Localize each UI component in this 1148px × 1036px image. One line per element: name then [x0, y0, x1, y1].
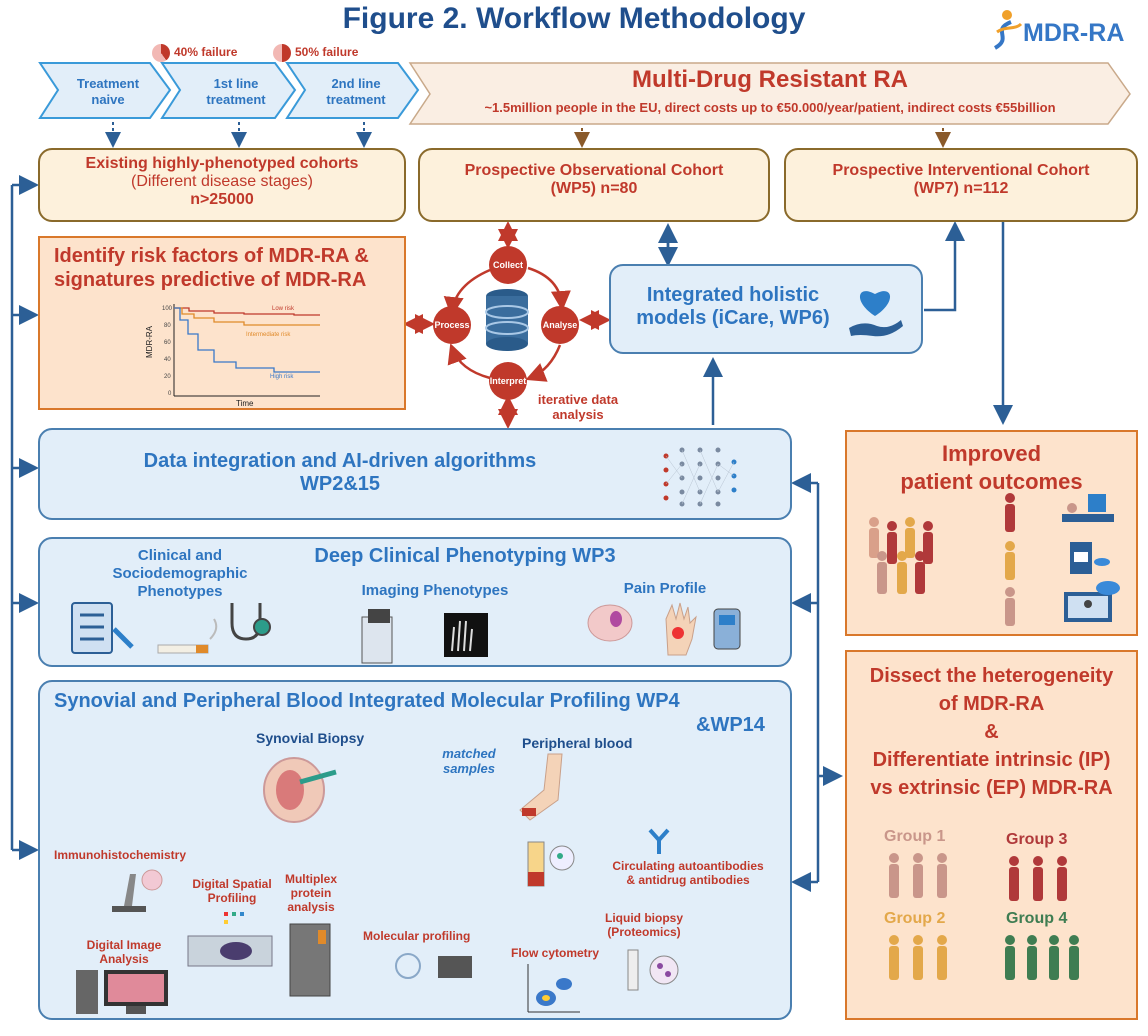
imaging-icons — [361, 609, 488, 664]
ytick: 60 — [164, 340, 171, 346]
pen-icon — [112, 627, 134, 649]
phenotyping-title: Deep Clinical Phenotyping WP3 — [314, 545, 616, 567]
risk-factors-box: Identify risk factors of MDR-RA & signat… — [38, 236, 406, 410]
ytick: 40 — [164, 357, 171, 363]
cycle-process-node: Process — [433, 306, 471, 344]
synovial-joint-icon — [263, 757, 337, 823]
curve-label-high: High risk — [270, 374, 294, 380]
analyzer-instrument-icon — [289, 923, 331, 997]
existing-cohorts-box: Existing highly-phenotyped cohorts (Diff… — [38, 148, 406, 222]
curve-intermediate-risk — [174, 307, 320, 326]
ytick: 20 — [164, 374, 171, 380]
data-integration-box: Data integration and AI-driven algorithm… — [38, 428, 792, 520]
curve-low-risk — [174, 307, 320, 316]
outcome-patient-icons — [1005, 493, 1015, 626]
circulating-antibodies-label: Circulating autoantibodies & antidrug an… — [612, 859, 764, 887]
cycle-analyse-node: Analyse — [541, 306, 579, 344]
hospital-bed-icon — [1062, 494, 1114, 522]
database-icon — [485, 289, 529, 351]
blood-tube-icon — [527, 841, 575, 887]
digital-image-analysis-label: Digital Image Analysis — [86, 938, 162, 966]
pie-40-icon — [152, 44, 170, 62]
logo-text: MDR-RA — [1023, 19, 1125, 47]
stage-chevrons — [38, 62, 1131, 125]
chart-xlabel: Time — [236, 399, 254, 408]
peripheral-blood-label: Peripheral blood — [522, 735, 633, 751]
brain-icon — [587, 604, 633, 642]
medication-icon — [1070, 542, 1110, 574]
group-1-people-icon — [889, 853, 947, 898]
pain-icons — [587, 602, 741, 656]
imaging-phenotypes-label: Imaging Phenotypes — [361, 582, 509, 599]
molecular-title-line1: Synovial and Peripheral Blood Integrated… — [54, 690, 680, 712]
phenotyping-box: Deep Clinical Phenotyping WP3 Clinical a… — [38, 537, 792, 667]
flow-cytometry-label: Flow cytometry — [510, 946, 600, 960]
group-2-people-icon — [889, 935, 947, 980]
group-4-label: Group 4 — [1006, 910, 1068, 927]
interventional-cohort-box: Prospective Interventional Cohort (WP7) … — [784, 148, 1138, 222]
curve-label-intermediate: Intermediate risk — [246, 332, 291, 338]
figure-title: Figure 2. Workflow Methodology — [342, 2, 806, 35]
group-3-label: Group 3 — [1006, 831, 1068, 848]
chart-ylabel: MDR-RA — [145, 325, 154, 358]
sequencer-icon — [395, 953, 472, 979]
ytick: 80 — [164, 323, 171, 329]
iterative-analysis-caption: iterative data analysis — [537, 392, 619, 422]
mdr-ra-logo: MDR-RA — [985, 8, 1135, 52]
antibody-icon — [648, 828, 670, 854]
telemedicine-icon — [1064, 581, 1120, 622]
matched-samples-label: matched samples — [442, 746, 496, 776]
multiplex-label: Multiplex protein analysis — [284, 872, 337, 914]
observational-cohort-box: Prospective Observational Cohort (WP5) n… — [418, 148, 770, 222]
stethoscope-icon — [230, 603, 271, 641]
blood-draw-arm-icon — [519, 753, 563, 821]
failure-label-1: 40% failure — [152, 44, 237, 62]
cycle-interpret-node: Interpret — [489, 362, 527, 400]
group-3-people-icon — [1009, 856, 1067, 901]
neural-network-icon — [663, 447, 737, 507]
clinical-icons — [71, 602, 218, 654]
curve-high-risk — [174, 307, 320, 373]
dissect-title: Dissect the heterogeneity of MDR-RA & Di… — [869, 665, 1114, 799]
risk-title: Identify risk factors of MDR-RA & signat… — [54, 245, 369, 291]
banner-title: Multi-Drug Resistant RA — [632, 66, 908, 93]
pain-profile-label: Pain Profile — [623, 580, 707, 597]
molecular-profiling-label: Molecular profiling — [363, 929, 471, 943]
holistic-text: Integrated holistic models (iCare, WP6) — [636, 284, 830, 329]
group-4-people-icon — [1005, 935, 1079, 980]
holistic-models-box: Integrated holistic models (iCare, WP6) — [609, 264, 923, 354]
liquid-biopsy-label: Liquid biopsy (Proteomics) — [605, 911, 683, 939]
clinical-phenotypes-label: Clinical and Sociodemographic Phenotypes — [112, 547, 248, 600]
microscope-icon — [112, 869, 163, 912]
ytick: 100 — [162, 306, 173, 312]
outcomes-title: Improved patient outcomes — [900, 441, 1083, 494]
immuno-label: Immunohistochemistry — [54, 848, 187, 862]
dsp-label: Digital Spatial Profiling — [192, 877, 272, 905]
group-1-label: Group 1 — [884, 828, 946, 845]
heart-hand-icon — [849, 291, 903, 337]
survival-chart: 100 80 60 40 20 0 MDR-RA Time Low risk I… — [145, 304, 320, 408]
liquid-biopsy-icon — [627, 949, 679, 991]
flow-plot-icon — [527, 964, 580, 1013]
computer-icon — [76, 970, 168, 1014]
molecular-title-line2: &WP14 — [696, 714, 765, 736]
curve-label-low: Low risk — [272, 306, 295, 312]
ytick: 0 — [168, 391, 172, 397]
pie-50-icon — [273, 44, 291, 62]
ultrasound-icon — [361, 616, 393, 664]
banner-subtitle: ~1.5million people in the EU, direct cos… — [484, 100, 1056, 115]
logo-figure-icon — [993, 10, 1023, 50]
group-2-label: Group 2 — [884, 910, 946, 927]
dsp-slide-icon — [187, 912, 273, 967]
patient-crowd-icon — [869, 517, 933, 594]
synovial-biopsy-label: Synovial Biopsy — [256, 730, 365, 746]
cycle-collect-node: Collect — [489, 246, 527, 284]
data-integration-text: Data integration and AI-driven algorithm… — [143, 450, 537, 495]
failure-label-2: 50% failure — [273, 44, 358, 62]
